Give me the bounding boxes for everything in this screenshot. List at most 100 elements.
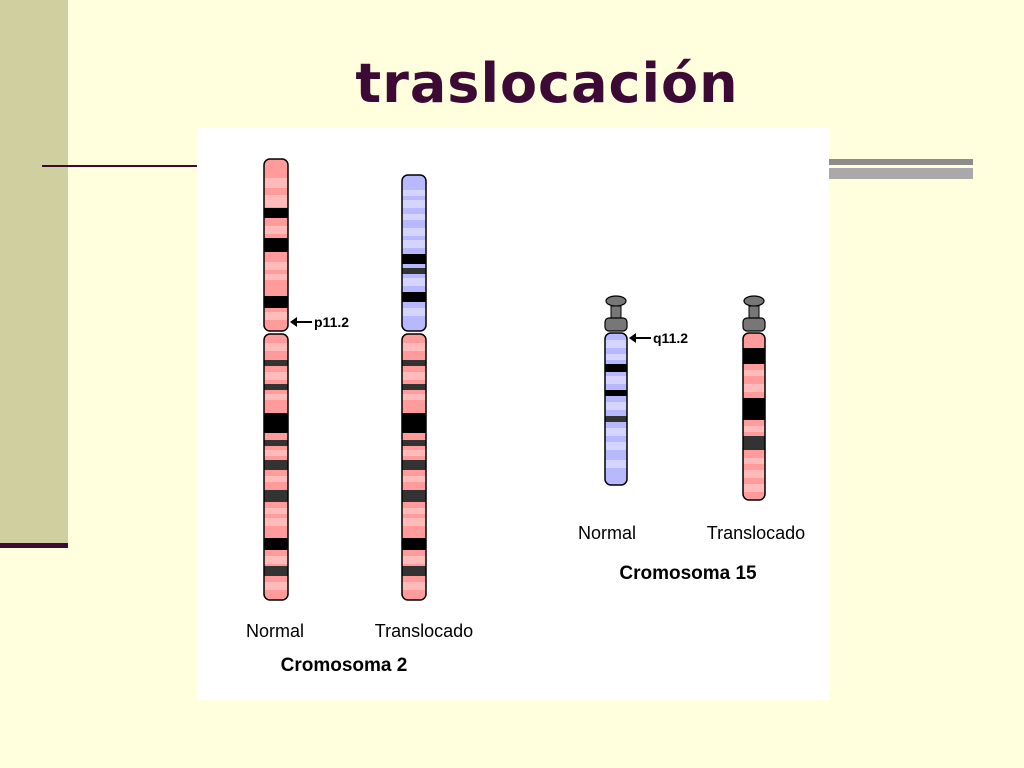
band	[743, 436, 765, 450]
band	[264, 476, 288, 482]
side-decoration-line	[0, 543, 68, 548]
band	[605, 442, 627, 450]
band	[264, 440, 288, 446]
arm-outline	[742, 332, 766, 501]
band	[402, 268, 426, 274]
band	[402, 518, 426, 526]
band	[402, 394, 426, 400]
band	[402, 343, 426, 351]
arm-outline	[401, 174, 427, 332]
band	[264, 566, 288, 576]
chromosome-15-translocated	[742, 295, 766, 501]
label-translocated-15: Translocado	[707, 523, 805, 543]
band	[402, 566, 426, 576]
band	[605, 460, 627, 468]
arm-outline	[604, 332, 628, 486]
chromosome-15-normal	[604, 295, 628, 486]
band	[402, 254, 426, 264]
band	[264, 384, 288, 390]
band	[402, 440, 426, 446]
arm-outline	[263, 158, 289, 332]
band	[605, 376, 627, 384]
band	[264, 518, 288, 526]
title-rule-right	[826, 159, 973, 179]
band	[264, 296, 288, 308]
band	[402, 190, 426, 196]
band	[605, 354, 627, 360]
band	[264, 538, 288, 550]
chromosome-2-translocated-p-arm	[401, 174, 427, 332]
band	[264, 556, 288, 564]
band	[402, 460, 426, 470]
band	[743, 484, 765, 492]
side-decoration-bar	[0, 0, 68, 545]
chromosome-15-normal-q-arm	[604, 332, 628, 486]
chromosome-figure: p11.2 q11.2 Normal Translocado Cromosoma…	[197, 128, 829, 700]
chromosome-diagram: p11.2 q11.2 Normal Translocado Cromosoma…	[246, 158, 805, 676]
chromosome-2-normal-p-arm	[263, 158, 289, 332]
band	[264, 208, 288, 218]
band	[402, 228, 426, 236]
band	[264, 274, 288, 280]
band	[402, 372, 426, 380]
band	[264, 394, 288, 400]
band	[605, 416, 627, 422]
band	[264, 178, 288, 188]
band	[264, 582, 288, 590]
band	[743, 384, 765, 392]
band	[402, 278, 426, 286]
band	[402, 200, 426, 208]
label-normal-2: Normal	[246, 621, 304, 641]
chromosome-2-normal	[263, 158, 289, 601]
band	[743, 458, 765, 464]
band	[605, 402, 627, 410]
arm-outline	[263, 333, 289, 601]
band	[264, 312, 288, 320]
band	[605, 364, 627, 372]
label-normal-15: Normal	[578, 523, 636, 543]
band	[402, 450, 426, 456]
band	[264, 360, 288, 366]
band	[743, 426, 765, 432]
chromosome-2-translocated	[401, 174, 427, 601]
band	[402, 556, 426, 564]
band	[402, 476, 426, 482]
band	[264, 262, 288, 270]
band	[402, 292, 426, 302]
band	[264, 226, 288, 234]
title-rule-left	[42, 165, 202, 167]
band	[264, 490, 288, 502]
band	[402, 308, 426, 316]
breakpoint-arrow-2	[290, 317, 312, 327]
slide-title: traslocación	[355, 52, 739, 115]
band	[264, 195, 288, 207]
chromosome-15-translocated-q-arm	[742, 332, 766, 501]
group-title-2: Cromosoma 2	[281, 655, 408, 676]
band	[743, 398, 765, 420]
breakpoint-label-2: p11.2	[314, 314, 349, 330]
band	[264, 450, 288, 456]
band	[264, 238, 288, 252]
band	[402, 490, 426, 502]
band	[605, 390, 627, 396]
band	[264, 343, 288, 351]
chromosome-15-normal-satellite	[604, 295, 628, 332]
group-title-15: Cromosoma 15	[619, 563, 757, 584]
band	[743, 348, 765, 364]
band	[402, 538, 426, 550]
band	[402, 214, 426, 220]
chromosome-15-translocated-satellite	[742, 295, 766, 332]
arm-outline	[401, 333, 427, 601]
label-translocated-2: Translocado	[375, 621, 473, 641]
band	[264, 460, 288, 470]
band	[264, 372, 288, 380]
chromosome-2-normal-q-arm	[263, 333, 289, 601]
breakpoint-arrow-15	[629, 333, 651, 343]
band	[402, 582, 426, 590]
arm-body	[402, 175, 426, 331]
band	[264, 508, 288, 514]
band	[402, 413, 426, 433]
chromosome-2-translocated-q-arm	[401, 333, 427, 601]
band	[402, 508, 426, 514]
band	[743, 370, 765, 376]
